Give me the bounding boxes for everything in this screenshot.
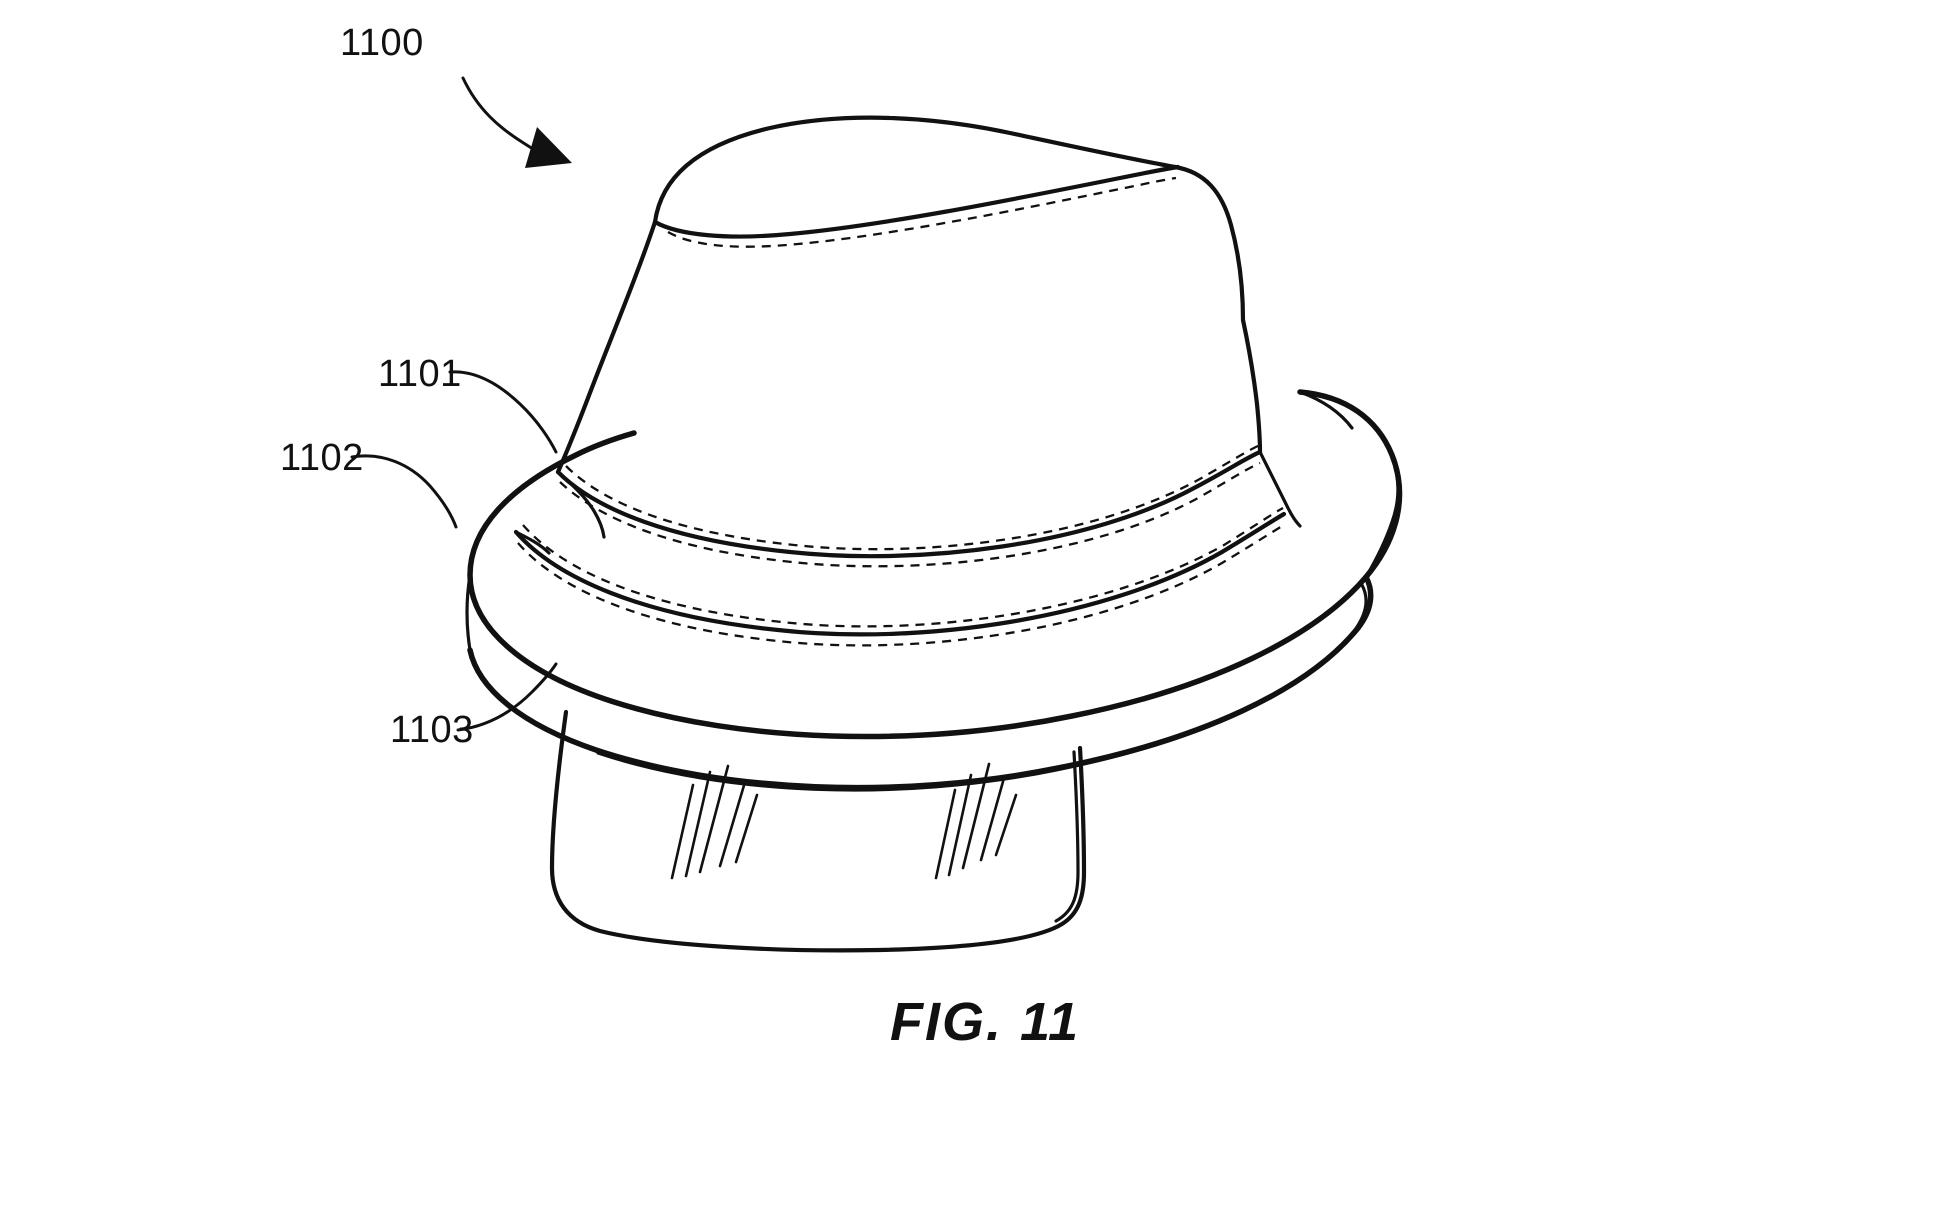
vent-hatch-line (961, 762, 991, 870)
callout-1103-leader (456, 662, 558, 732)
crown-top-crease (652, 164, 1181, 239)
hat-band-bottom-stitch-lower (517, 524, 1285, 647)
brim (465, 389, 1403, 792)
vent-hatching-right (934, 762, 1018, 880)
vent-hatch-line (947, 773, 973, 877)
crown-crease-stitch (667, 176, 1177, 248)
crown-top-right-shoulder (1172, 164, 1246, 323)
hat-band-bottom-edge (513, 511, 1287, 637)
brim-underside-highlight (596, 583, 1368, 792)
brim-left-tip (465, 573, 472, 652)
vent-hatch-line (698, 764, 730, 874)
crown (555, 115, 1263, 475)
figure-caption: FIG. 11 (890, 992, 1080, 1052)
hat-band-top-edge (555, 449, 1263, 559)
vent-hatch-line (934, 788, 957, 880)
crown-right-wall (1240, 317, 1263, 455)
neck-shield-outline (549, 709, 1087, 953)
vent-hatch-line (670, 783, 695, 880)
callout-1101-leader (448, 370, 558, 454)
callout-1103: 1103 (390, 662, 558, 751)
hat-band-top-stitch-upper (565, 444, 1259, 551)
hat-band-right-seam (1258, 450, 1302, 528)
neck-shield (549, 709, 1087, 953)
callout-1102-label: 1102 (280, 437, 364, 479)
vent-hatch-line (734, 793, 759, 864)
callout-1101: 1101 (378, 353, 558, 454)
vent-hatch-line (994, 793, 1018, 857)
crown-left-wall (555, 219, 658, 475)
hat-band-left-fold-upper (556, 470, 606, 539)
neck-shield-right-inner-line (1054, 750, 1080, 923)
vent-hatching-left (670, 764, 759, 880)
hat-band-bottom-stitch-upper (522, 506, 1284, 628)
vent-hatch-line (718, 780, 747, 868)
hat-band (513, 444, 1302, 647)
callout-1102-leader (350, 454, 458, 529)
callout-1100-label: 1100 (340, 22, 424, 64)
callout-1100: 1100 (340, 22, 572, 168)
hat-band-top-stitch-lower (559, 461, 1261, 568)
hat-band-left-fold-lower (514, 530, 551, 555)
callout-1102: 1102 (280, 437, 458, 529)
brim-outer-edge (467, 389, 1403, 740)
brim-right-crease (1298, 390, 1354, 430)
crown-top-outer-edge (652, 115, 1178, 225)
vent-hatch-line (979, 776, 1006, 862)
brim-right-tip (1364, 453, 1400, 579)
callout-1100-arrowhead (525, 127, 572, 168)
callout-1101-label: 1101 (378, 353, 462, 395)
vent-hatch-line (684, 770, 712, 878)
